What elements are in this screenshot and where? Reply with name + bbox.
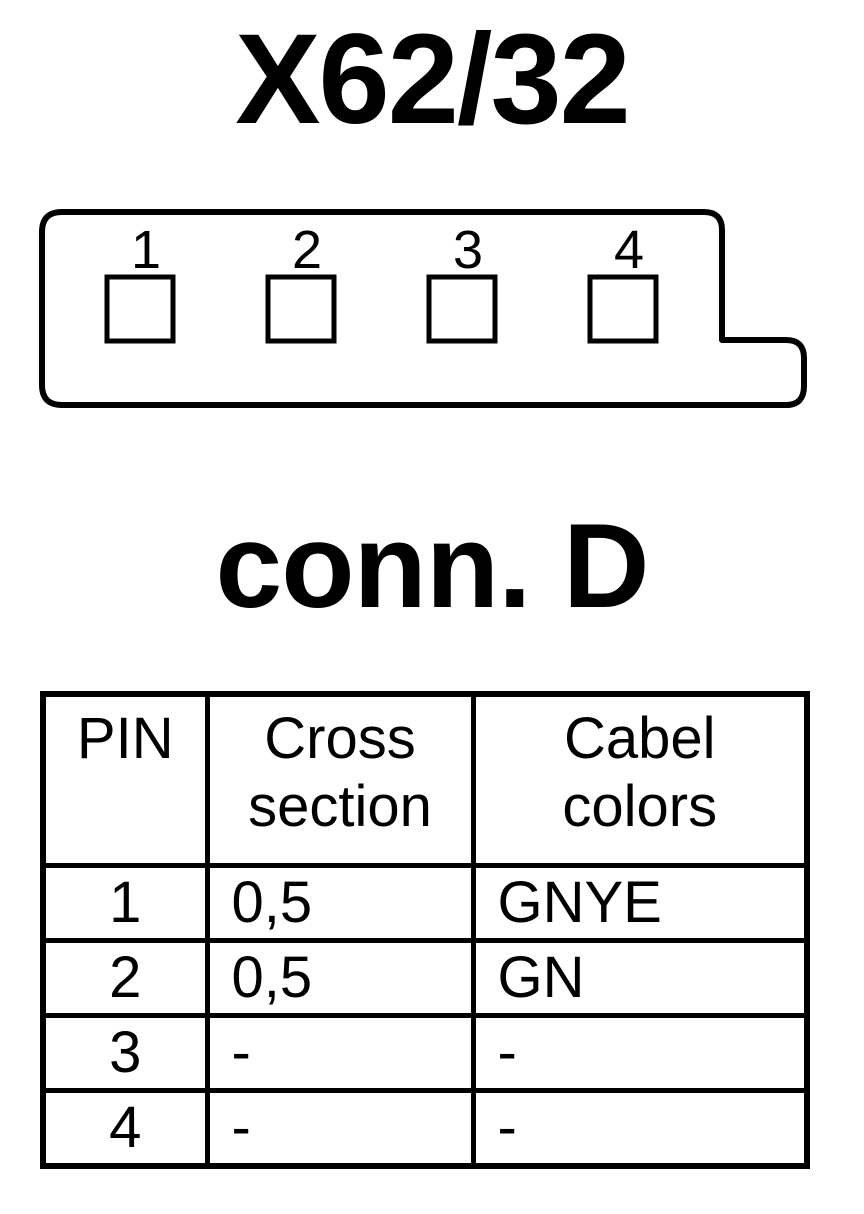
cell-color: GNYE [470, 863, 810, 943]
table-header-row: PIN Cross section Cabel colors [40, 691, 810, 868]
pin-box-2 [265, 274, 337, 344]
cell-color: - [470, 1013, 810, 1093]
header-cross-section: Cross section [204, 691, 476, 868]
table-row: 4 - - [40, 1088, 810, 1169]
connector-housing [39, 209, 807, 408]
table-row: 2 0,5 GN [40, 938, 810, 1018]
pin-number-1: 1 [131, 220, 161, 280]
header-cable-colors: Cabel colors [470, 691, 810, 868]
cell-cross-section: - [204, 1013, 476, 1093]
connector-name-title: conn. D [215, 499, 650, 633]
pin-box-4 [587, 274, 659, 344]
pin-number-4: 4 [614, 220, 644, 280]
cell-pin: 3 [40, 1013, 210, 1093]
table-row: 3 - - [40, 1013, 810, 1093]
pin-box-1 [104, 274, 176, 344]
pin-assignment-table: PIN Cross section Cabel colors 1 0,5 GNY… [40, 691, 810, 1169]
table-row: 1 0,5 GNYE [40, 863, 810, 943]
cell-pin: 1 [40, 863, 210, 943]
pin-number-3: 3 [453, 220, 483, 280]
pin-number-2: 2 [292, 220, 322, 280]
cell-pin: 2 [40, 938, 210, 1018]
cell-color: GN [470, 938, 810, 1018]
header-pin: PIN [40, 691, 210, 868]
connector-outline: 1 2 3 4 [39, 209, 807, 408]
cell-pin: 4 [40, 1088, 210, 1169]
cell-cross-section: - [204, 1088, 476, 1169]
cell-color: - [470, 1088, 810, 1169]
cell-cross-section: 0,5 [204, 863, 476, 943]
cell-cross-section: 0,5 [204, 938, 476, 1018]
pin-box-3 [426, 274, 498, 344]
connector-id-title: X62/32 [235, 8, 631, 151]
